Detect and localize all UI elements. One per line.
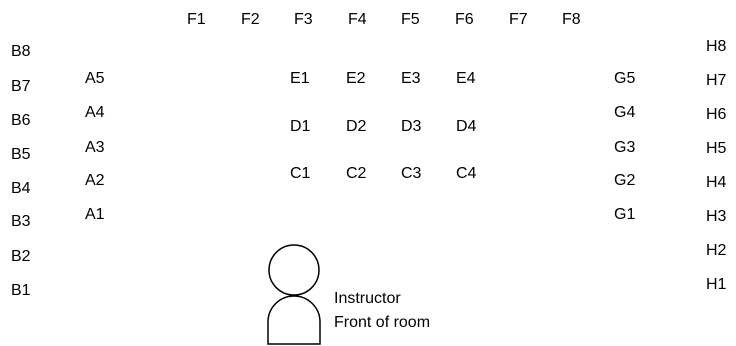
seat-d2: D2 (346, 118, 367, 135)
seat-c4: C4 (456, 165, 477, 182)
seat-d3: D3 (401, 118, 422, 135)
instructor-body-shape (267, 295, 321, 345)
seat-h7: H7 (706, 72, 727, 89)
seat-g5: G5 (614, 70, 636, 87)
seat-e4: E4 (456, 70, 476, 87)
seat-d1: D1 (290, 118, 311, 135)
seat-b8: B8 (11, 43, 31, 60)
seat-g4: G4 (614, 104, 636, 121)
seat-g3: G3 (614, 139, 636, 156)
seat-c1: C1 (290, 165, 311, 182)
seat-e3: E3 (401, 70, 421, 87)
seat-c3: C3 (401, 165, 422, 182)
seat-h3: H3 (706, 208, 727, 225)
front-of-room-label: Front of room (334, 314, 431, 331)
seat-h8: H8 (706, 38, 727, 55)
seat-a2: A2 (85, 172, 105, 189)
seat-h1: H1 (706, 276, 727, 293)
seat-h5: H5 (706, 140, 727, 157)
instructor-head-shape (268, 244, 320, 296)
seat-b3: B3 (11, 213, 31, 230)
seat-b1: B1 (11, 282, 31, 299)
seat-f2: F2 (241, 11, 260, 28)
seat-e2: E2 (346, 70, 366, 87)
seat-f8: F8 (562, 11, 581, 28)
seat-b2: B2 (11, 248, 31, 265)
seat-h4: H4 (706, 174, 727, 191)
seat-a1: A1 (85, 206, 105, 223)
seat-b4: B4 (11, 180, 31, 197)
seat-g1: G1 (614, 206, 636, 223)
seat-b5: B5 (11, 146, 31, 163)
instructor-label: Instructor (334, 290, 401, 307)
seat-a3: A3 (85, 139, 105, 156)
seat-f6: F6 (455, 11, 474, 28)
seat-f5: F5 (401, 11, 420, 28)
seat-f4: F4 (348, 11, 367, 28)
seat-f3: F3 (294, 11, 313, 28)
seat-b7: B7 (11, 78, 31, 95)
seat-c2: C2 (346, 165, 367, 182)
seat-f7: F7 (509, 11, 528, 28)
seat-b6: B6 (11, 112, 31, 129)
seat-g2: G2 (614, 172, 636, 189)
seat-a4: A4 (85, 104, 105, 121)
seat-a5: A5 (85, 70, 105, 87)
instructor-person-icon (267, 244, 321, 345)
seat-h6: H6 (706, 106, 727, 123)
seat-e1: E1 (290, 70, 310, 87)
seat-f1: F1 (187, 11, 206, 28)
seat-d4: D4 (456, 118, 477, 135)
seat-h2: H2 (706, 242, 727, 259)
